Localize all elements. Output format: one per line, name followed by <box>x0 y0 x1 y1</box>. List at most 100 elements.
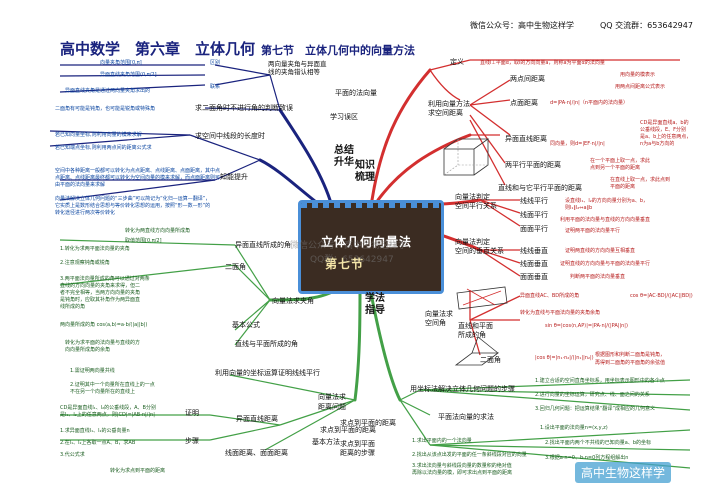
r-r8: 点面距离 <box>510 99 538 107</box>
r-r36: 判断两平面的法向量垂直 <box>570 274 626 280</box>
hub-study: 学法 指导 <box>365 293 385 316</box>
watermark-2: QQ群：653642947 <box>310 255 394 265</box>
lb-b3: 1.转化为求两平面法向量的夹角 <box>60 246 130 252</box>
r-r7: 用两点间距离公式表示 <box>615 84 666 90</box>
r-r17: 在一个平面上取一点，求此 <box>590 158 651 164</box>
r-r14: n为a与b方向的 <box>640 141 675 147</box>
lt-n4: 联系 <box>210 84 221 90</box>
lb-b7: 者不完全相等，当两方向向量的夹角 <box>60 290 141 296</box>
header-qq: QQ 交流群：653642947 <box>600 21 693 30</box>
lt-n6: 二面角有可能是钝角，也可能是锐角或特殊角 <box>55 106 156 112</box>
watermark-1: 微信公众号：高中生物这样学 <box>290 241 408 251</box>
r-r30: 向量法判定 空间的垂直关系 <box>455 238 504 255</box>
r-r49: 2.进行向量的坐标运算，研究点、线、面之间的关系 <box>535 392 650 398</box>
r-r25: 则l₁∥l₂⇔a∥b <box>565 205 593 211</box>
r-r9: d=|PA·n|/|n|（n平面内的法向量） <box>550 100 628 106</box>
lb-a10: 异面直线距离 <box>236 415 278 423</box>
brand-logo: 高中生物这样学 <box>575 462 672 483</box>
r-r20: 在直线上取一点，求此点到 <box>610 177 671 183</box>
lt-area1: 两向量夹角与异面直 线的夹角错认相等 <box>268 60 327 76</box>
lb-a12: 求点到平面的距离 <box>320 426 376 434</box>
r-r54: 求点到平面 距离的步骤 <box>340 440 375 457</box>
r-r12: 公垂线段，E、F分别 <box>640 127 687 133</box>
r-r41: sin θ=|cos⟨n,AP⟩|=|PA·n|/(|PA||n|) <box>545 323 628 329</box>
lb-b11: 转化为求平面的法向量与直线的方 <box>65 340 141 346</box>
r-r3: 平面的法向量 <box>335 89 377 97</box>
r-r61: 3.根据a·n=0、b·n=0列方程组解出n <box>545 455 629 461</box>
dihedral-figure <box>454 336 500 366</box>
r-r33: 线面垂直 <box>520 260 548 268</box>
r-r16: 两平行平面的距离 <box>505 161 561 169</box>
r-r27: 利用平面的法向量与直线的方向向量垂直 <box>560 217 651 223</box>
r-r40: 直线和平面 所成的角 <box>458 322 493 339</box>
hub-knowledge: 知识 梳理 <box>355 160 375 183</box>
r-r28: 面面平行 <box>520 225 548 233</box>
lb-b2: 取值范围[0,π/2] <box>125 238 162 244</box>
r-r23: 线线平行 <box>520 197 548 205</box>
r-r18: 点到另一个平面的距离 <box>590 165 641 171</box>
lb-b17: 是l₁、l₂上的任意两点，则|CD|=|AB·n|/|n| <box>60 412 155 418</box>
r-r44: |cos θ|=|n₁·n₂|/(|n₁||n₂|) <box>535 355 594 361</box>
r-r56: 1.求出平面内的一个法向量 <box>412 438 472 444</box>
lb-a5: 直线与平面所成的角 <box>235 340 298 348</box>
lb-b14: 2.证明其中一个向量所在直线上的一点 <box>70 382 155 388</box>
title-sub: 第七节 立体几何中的向量方法 <box>261 44 416 57</box>
r-r42: 向量法求 空间角 <box>425 310 453 327</box>
r-r45: 根据图形和判断二面角是钝角， <box>595 352 666 358</box>
lb-a8: 步骤 <box>185 437 199 445</box>
r-r34: 证明直线的方向向量与平面的法向量平行 <box>560 261 651 267</box>
r-r19: 直线和与它平行平面的距离 <box>498 184 582 192</box>
lb-b19: 2.在l₁、l₂上各取一点A、B，求AB <box>60 440 136 446</box>
lb-a1: 异面直线所成的角 <box>235 241 291 249</box>
lt-n12: 向量法解决立体几何问题的“三步曲”可以简记为“化归—运算—翻译”， <box>55 196 211 202</box>
r-r60: 再除以法向量的模，即可求出点到平面的距离 <box>412 470 513 476</box>
lb-a4: 基本公式 <box>232 321 260 329</box>
r-r58: 2.找出平面内两个不共线的已知向量a、b的坐标 <box>545 440 652 446</box>
lb-a6: 利用向量的坐标运算证明线线平行 <box>215 369 320 377</box>
r-r37: 异面直线AC、BD所成的角 <box>520 293 580 299</box>
lt-area2: 求二面角时不进行角的判断致误 <box>195 104 293 112</box>
r-r57: 2.找出从该点出发的平面的任一条斜线段对应的向量 <box>412 452 527 458</box>
center-image: 立体几何向量法 第七节 <box>298 200 444 294</box>
r-r53: 求点到平面的距离 <box>340 419 396 427</box>
lt-n9: 空间中各种距离一般都可以转化为点点距离、点线距离、点面距离，其中点 <box>55 168 221 174</box>
lt-n3: 异面直线夹角范围(0,π/2] <box>100 72 157 78</box>
lb-b10: 两向量所成的角 cos⟨a,b⟩=a·b/(|a||b|) <box>60 322 148 328</box>
r-r32: 证明两直线的方向向量互相垂直 <box>565 248 636 254</box>
title-main: 高中数学 第六章 立体几何 <box>60 40 256 58</box>
r-r1: 定义 <box>450 58 464 66</box>
lt-n5: 异面直线夹角是通过两向量夹角求出的 <box>65 88 151 94</box>
r-r31: 线线垂直 <box>520 247 548 255</box>
center-line1: 立体几何向量法 <box>321 235 413 249</box>
lt-area4: 求空间中线段的长度时 <box>195 132 265 140</box>
r-r13: 是a、b上的任意两点， <box>640 134 692 140</box>
lt-n11: 由平面的法向量来求解 <box>55 182 106 188</box>
lb-a2: 二面角 <box>225 263 246 271</box>
r-r11: CD是异面直线a、b的 <box>640 120 689 126</box>
skew-lines-figure <box>456 286 508 310</box>
lt-n14: 转化途径进行两次等价转化 <box>55 210 116 216</box>
lb-b6: 直线的方向向量的夹角来求得，但二 <box>60 283 141 289</box>
lb-b13: 1.需证明两向量共线 <box>70 368 115 374</box>
r-r43: 二面角 <box>480 356 501 364</box>
lb-b20: 3.代公式求 <box>60 452 85 458</box>
lb-b16: CD是异面直线l₁、l₂的公垂线段，A、B分别 <box>60 405 156 411</box>
r-r39: 转化为直线与平面法向量的夹角余角 <box>520 310 601 316</box>
r-r4: 利用向量方法 求空间距离 <box>428 100 470 117</box>
lt-n1: 向量夹角范围[0,π] <box>100 60 142 66</box>
r-r21: 平面的距离 <box>610 184 636 190</box>
r-r24: 设直线l₁、l₂的方向向量分别为a、b， <box>565 198 649 204</box>
lb-b12: 向向量所成角的余角 <box>65 347 111 353</box>
lb-b21: 转化为求点到平面的距离 <box>110 468 166 474</box>
r-r55: 1.设出平面的法向量n=(x,y,z) <box>540 425 608 431</box>
lt-n7: 若已知向量坐标,则利用向量的模来求解 <box>55 132 142 138</box>
lb-b18: 1.求异面直线l₁、l₂的公垂向量n <box>60 428 130 434</box>
hub-summary: 总结 升华 <box>334 145 354 168</box>
center-line2: 第七节 <box>325 257 365 271</box>
lb-b1: 转化为两直线方向向量所成角 <box>125 228 191 234</box>
lb-b8: 是钝角时，应取其补角作为两异面直 <box>60 297 141 303</box>
lb-a7: 证明 <box>185 409 199 417</box>
r-r6: 用向量的模表示 <box>620 72 656 78</box>
lb-a9: 向量法求 距离问题 <box>318 393 346 411</box>
